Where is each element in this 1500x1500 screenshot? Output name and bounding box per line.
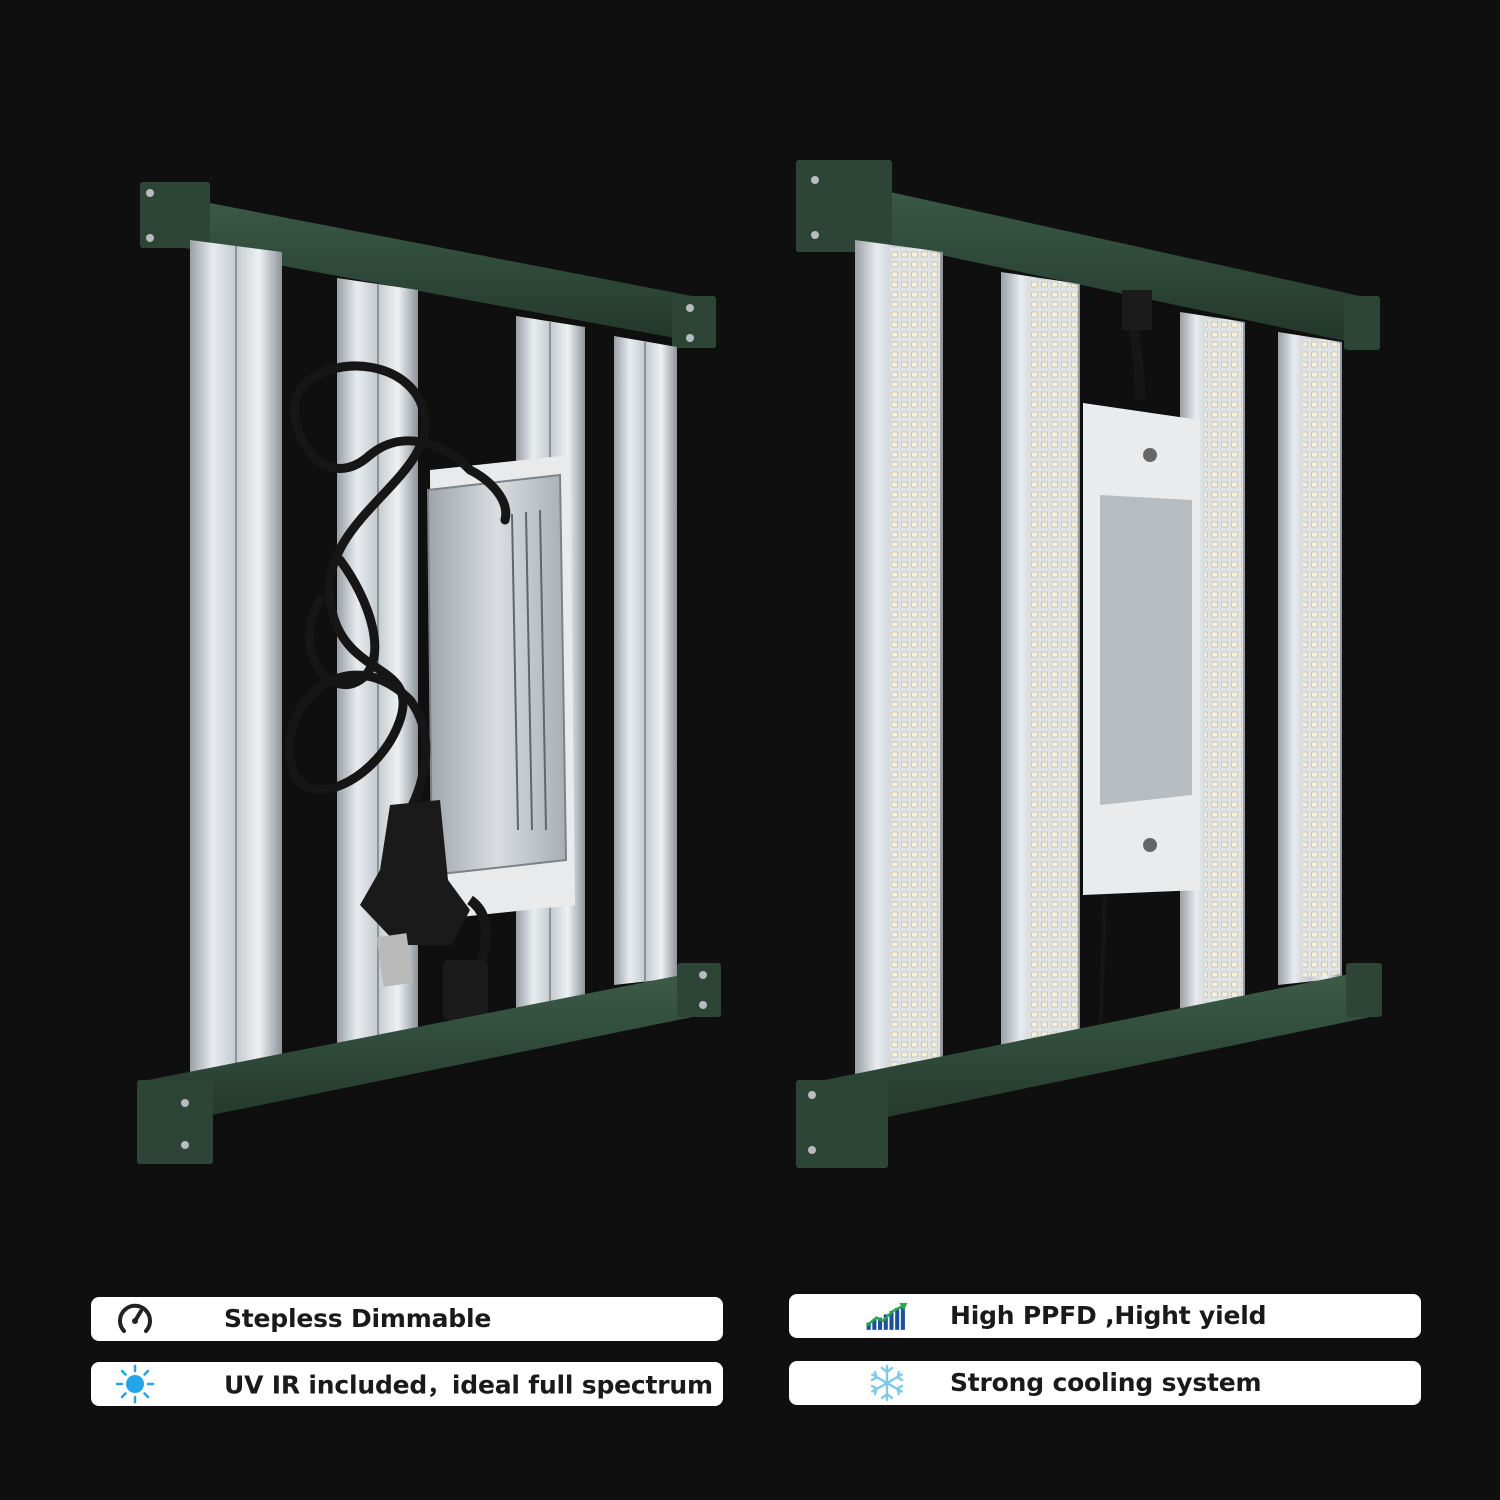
feature-cooling-system: Strong cooling system	[789, 1361, 1421, 1405]
feature-label: High PPFD ,Hight yield	[950, 1300, 1267, 1330]
left-fixture	[137, 182, 721, 1164]
feature-high-ppfd: High PPFD ,Hight yield	[789, 1294, 1421, 1338]
snowflake-icon	[865, 1361, 909, 1405]
growth-bars-icon	[865, 1294, 909, 1338]
feature-stepless-dimmable: Stepless Dimmable	[91, 1297, 723, 1341]
sun-icon	[113, 1362, 157, 1406]
driver-label	[511, 509, 547, 831]
right-fixture	[796, 160, 1382, 1168]
feature-label: Stepless Dimmable	[224, 1303, 492, 1333]
feature-uv-ir-spectrum: UV IR included，ideal full spectrum	[91, 1362, 723, 1406]
feature-label: Strong cooling system	[950, 1367, 1262, 1397]
feature-label: UV IR included，ideal full spectrum	[224, 1370, 713, 1400]
dimmer-knob-icon	[113, 1297, 157, 1341]
